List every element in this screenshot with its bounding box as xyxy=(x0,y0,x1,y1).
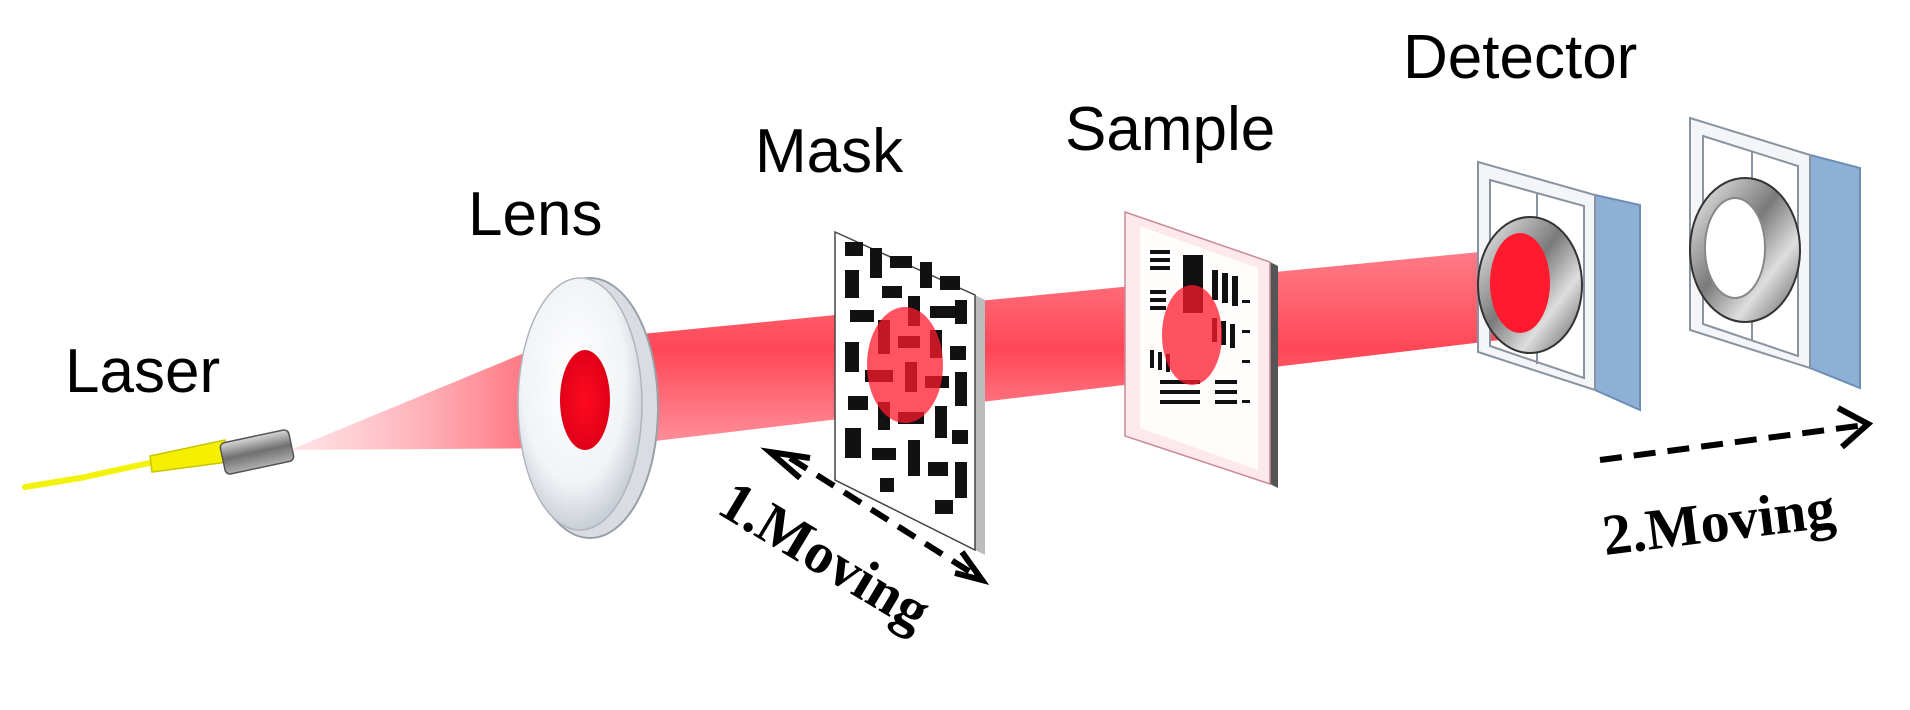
collimator-body xyxy=(219,429,295,475)
label-laser: Laser xyxy=(65,337,220,406)
sample-beam-spot xyxy=(1162,285,1222,385)
mask-move-arrow xyxy=(760,447,990,585)
mask-beam-spot xyxy=(867,307,943,423)
sample xyxy=(1124,210,1278,488)
detector xyxy=(1477,160,1641,412)
collimated-beam xyxy=(580,250,1500,450)
lens xyxy=(517,277,659,539)
label-mask: Mask xyxy=(755,117,904,186)
label-detector-move: 2.Moving xyxy=(1599,475,1839,568)
detector-moved-lens-inner xyxy=(1704,197,1766,299)
detector-frame-side xyxy=(1594,193,1641,412)
diverging-beam xyxy=(290,330,580,450)
detector-moved-frame-side xyxy=(1809,153,1861,390)
label-lens: Lens xyxy=(468,180,602,249)
lens-spot xyxy=(560,350,610,450)
sample-edge xyxy=(1270,262,1278,488)
detector-moved xyxy=(1689,116,1861,390)
label-sample: Sample xyxy=(1065,95,1275,164)
label-detector: Detector xyxy=(1403,23,1637,92)
fiber-connector xyxy=(149,439,229,473)
mask xyxy=(834,230,985,555)
detector-move-arrow xyxy=(1599,405,1874,463)
detector-lens-inner xyxy=(1490,233,1550,333)
mask-edge xyxy=(975,295,985,555)
laser-source xyxy=(22,429,295,490)
